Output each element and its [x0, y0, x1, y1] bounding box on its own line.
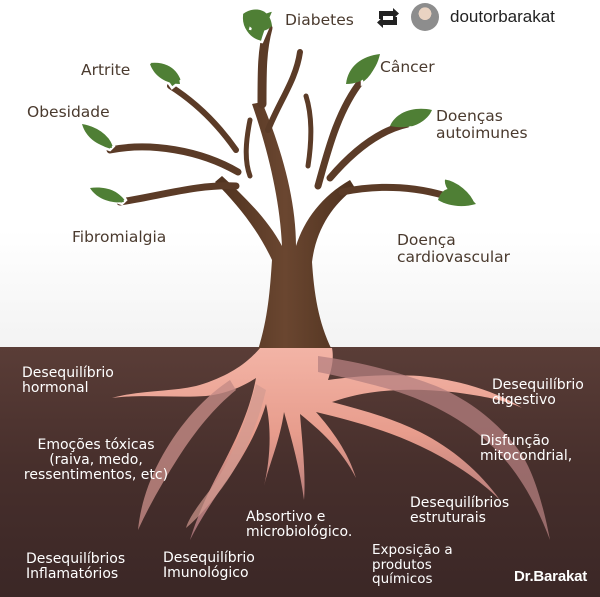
cause-label-desequilibrio-hormonal: Desequilíbrio hormonal [22, 365, 114, 397]
disease-label-doencas-autoimunes: Doenças autoimunes [436, 107, 528, 142]
cause-label-desequilibrios-inflamatorios: Desequilíbrios Inflamatórios [26, 551, 126, 583]
disease-label-obesidade: Obesidade [27, 103, 110, 121]
disease-label-fibromialgia: Fibromialgia [72, 228, 167, 246]
avatar[interactable] [411, 3, 439, 31]
cause-label-disfuncao-mitocondrial: Disfunção mitocondrial, [480, 433, 573, 465]
tree-trunk [215, 102, 355, 350]
author-signature: Dr.Barakat [514, 568, 588, 585]
cause-label-desequilibrio-imunologico: Desequilíbrio Imunológico [163, 550, 255, 582]
repost-header: doutorbarakat [375, 0, 600, 36]
disease-label-cancer: Câncer [380, 58, 435, 76]
cause-label-desequilibrios-estruturais: Desequilíbrios estruturais [410, 495, 510, 527]
disease-label-artrite: Artrite [81, 61, 131, 79]
username[interactable]: doutorbarakat [450, 7, 555, 26]
repost-icon[interactable] [375, 7, 401, 29]
disease-label-doenca-cardiovascular: Doença cardiovascular [397, 231, 511, 266]
disease-label-diabetes: Diabetes [285, 11, 354, 29]
roots [112, 348, 550, 540]
cause-label-exposicao-produtos-quimicos: Exposição a produtos químicos [372, 542, 453, 588]
cause-label-absortivo-microbiologico: Absortivo e microbiológico. [246, 509, 353, 541]
leaf-blades [82, 9, 476, 207]
cause-label-desequilibrio-digestivo: Desequilíbrio digestivo [492, 377, 584, 409]
cause-label-emocoes-toxicas: Emoções tóxicas (raiva, medo, ressentime… [23, 437, 169, 484]
